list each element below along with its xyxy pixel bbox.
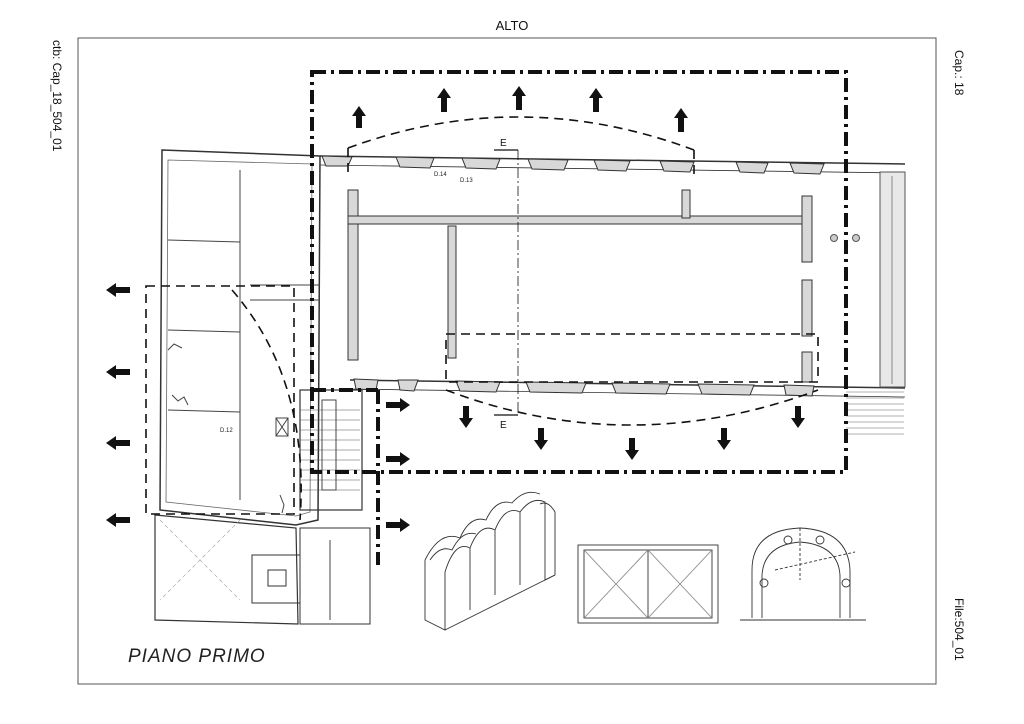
room-code-d12: D.12 — [220, 428, 233, 434]
left-file-code: ctb: Cap_18_504_01 — [50, 40, 64, 152]
left-deflection-curve — [231, 289, 302, 521]
top-orientation-label: ALTO — [495, 18, 529, 33]
room-code-d13: D.13 — [460, 178, 473, 184]
arrows-up — [352, 86, 688, 132]
room-code-d14: D.14 — [434, 172, 447, 178]
file-label: File:504_01 — [952, 598, 966, 661]
analysis-frame-main — [310, 70, 848, 474]
upper-deflection-curve — [347, 116, 695, 151]
left-wing — [159, 149, 321, 526]
vault-plan-detail — [577, 544, 719, 624]
analysis-frame-inner — [445, 333, 819, 383]
arcade-detail — [424, 491, 556, 631]
section-mark-top: E — [500, 138, 507, 149]
chapter-label: Cap.: 18 — [952, 50, 966, 96]
sheet-frame — [77, 37, 937, 685]
arrows-left — [106, 283, 130, 527]
main-hall — [319, 155, 906, 435]
arrows-right — [386, 398, 410, 532]
arch-section-detail — [740, 527, 866, 621]
lower-annex — [154, 514, 371, 625]
lower-deflection-curve — [445, 389, 819, 426]
analysis-frame-left — [145, 285, 295, 515]
plan-title: PIANO PRIMO — [128, 646, 266, 667]
arrows-down — [459, 406, 805, 460]
staircase — [299, 389, 363, 511]
section-mark-bottom: E — [500, 420, 507, 431]
